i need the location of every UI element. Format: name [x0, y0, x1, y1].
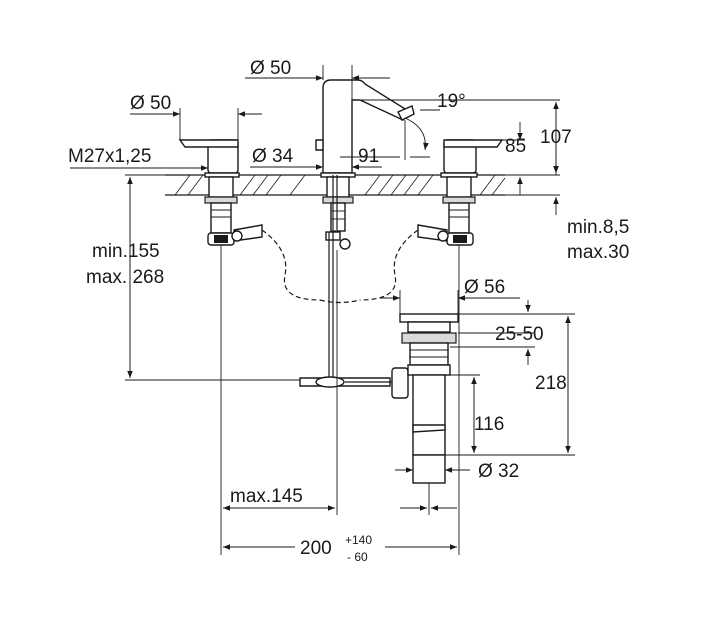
label-spout-angle: 19° [437, 91, 466, 112]
label-deck-max: max.30 [567, 242, 629, 263]
label-rod-max: max.145 [230, 486, 303, 507]
label-outlet-diameter: Ø 32 [478, 461, 519, 482]
supply-hoses [261, 229, 419, 304]
label-thread: M27x1,25 [68, 146, 151, 167]
right-handle-valve [417, 139, 504, 246]
extension-lines [125, 65, 575, 555]
label-trap-height: 116 [474, 414, 504, 435]
spout-body [315, 79, 415, 250]
label-hose-max: max. 268 [86, 267, 164, 288]
popup-rod [299, 232, 400, 388]
label-spread: 200 [300, 538, 332, 559]
label-handle-diameter: Ø 50 [130, 93, 171, 114]
label-hole-diameter: Ø 34 [252, 146, 294, 167]
dimension-arrows [70, 75, 571, 550]
label-spout-reach: 91 [358, 146, 379, 167]
label-spout-diameter: Ø 50 [250, 58, 291, 79]
label-hose-min: min.155 [92, 241, 160, 262]
label-deck-min: min.8,5 [567, 217, 629, 238]
dimension-labels: Ø 50 Ø 50 M27x1,25 Ø 34 91 19° 85 107 mi… [68, 58, 629, 564]
label-drain-height: 218 [535, 373, 567, 394]
label-drain-range: 25-50 [495, 324, 544, 345]
left-handle-valve [178, 139, 263, 246]
label-spread-plus: +140 [345, 533, 372, 547]
label-handle-height: 85 [505, 136, 526, 157]
drain-assembly [391, 313, 459, 484]
label-spread-minus: - 60 [347, 550, 368, 564]
label-spout-height: 107 [540, 127, 572, 148]
label-drain-diameter: Ø 56 [464, 277, 505, 298]
